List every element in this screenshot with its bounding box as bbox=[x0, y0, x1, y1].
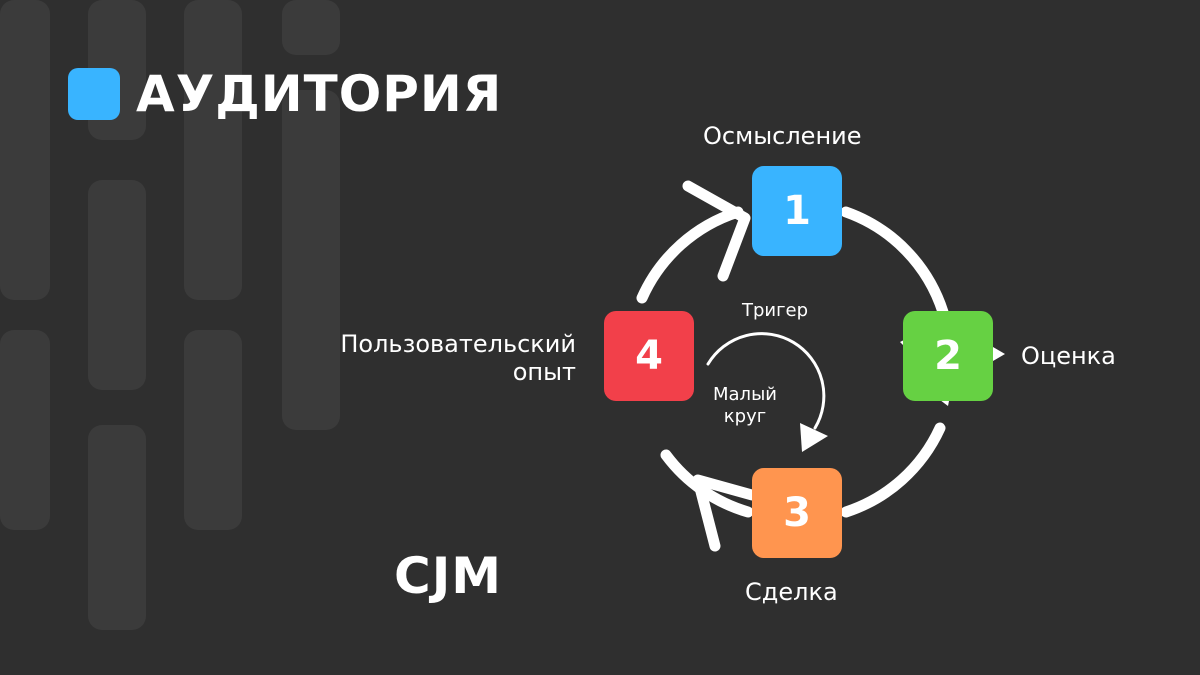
small-cycle-label-line1: Малый bbox=[713, 384, 777, 405]
stage-3-number: 3 bbox=[783, 490, 811, 536]
stage-1-number: 1 bbox=[783, 188, 811, 234]
stage-2-number: 2 bbox=[934, 333, 962, 379]
stage-4-label: Пользовательский опыт bbox=[296, 330, 576, 386]
small-cycle-label: Малый круг bbox=[690, 384, 800, 428]
stage-1-label: Осмысление bbox=[703, 122, 862, 150]
stage-3-label: Сделка bbox=[745, 578, 838, 606]
stage-4-label-line1: Пользовательский bbox=[340, 330, 576, 358]
arrowhead-into-1 bbox=[682, 180, 751, 282]
background-pill bbox=[0, 0, 50, 300]
stage-2-box: 2 bbox=[903, 311, 993, 401]
small-cycle-arrowhead bbox=[800, 423, 828, 452]
page-title: АУДИТОРИЯ bbox=[68, 66, 502, 122]
stage-4-label-line2: опыт bbox=[512, 358, 576, 386]
trigger-label: Тригер bbox=[741, 300, 809, 321]
stage-4-box: 4 bbox=[604, 311, 694, 401]
background-pill bbox=[88, 425, 146, 630]
background-pill bbox=[0, 330, 50, 530]
arc-2-to-3 bbox=[840, 422, 946, 518]
background-pill bbox=[184, 330, 242, 530]
background-pill bbox=[282, 0, 340, 55]
arrow-tip-2-right bbox=[993, 347, 1005, 361]
title-text: АУДИТОРИЯ bbox=[136, 65, 503, 123]
arc-1-to-2 bbox=[840, 206, 949, 318]
background-pill bbox=[282, 90, 340, 430]
small-cycle-arc bbox=[706, 332, 826, 430]
title-marker bbox=[68, 68, 120, 120]
stage-3-box: 3 bbox=[752, 468, 842, 558]
stage-4-number: 4 bbox=[635, 333, 663, 379]
subtitle-cjm: CJM bbox=[394, 547, 503, 605]
stage-2-label: Оценка bbox=[1021, 342, 1116, 370]
arc-4-to-1 bbox=[636, 206, 744, 304]
stage-1-box: 1 bbox=[752, 166, 842, 256]
arrowhead-into-3 bbox=[692, 474, 758, 552]
background-pill bbox=[88, 180, 146, 390]
small-cycle-label-line2: круг bbox=[723, 406, 767, 427]
background-pill bbox=[184, 0, 242, 300]
